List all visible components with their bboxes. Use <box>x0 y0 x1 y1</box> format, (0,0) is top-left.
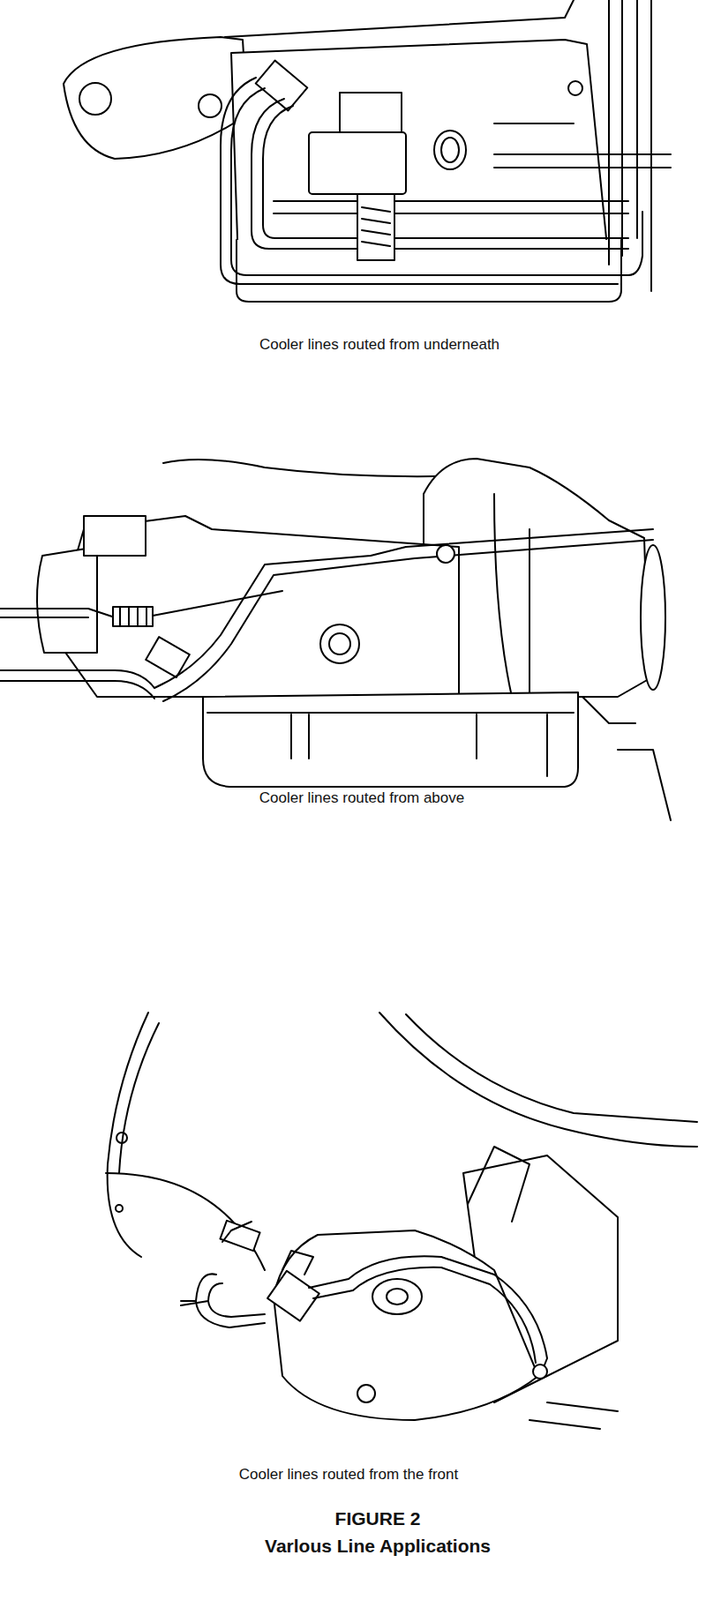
sub-caption: Cooler lines routed from underneath <box>256 335 503 355</box>
figure-title: Varlous Line Applications <box>262 1534 494 1559</box>
figure-number: FIGURE 2 <box>332 1507 424 1532</box>
transmission-underneath <box>63 0 671 302</box>
sub-caption: Cooler lines routed from above <box>256 788 467 809</box>
sub-caption: Cooler lines routed from the front <box>236 1465 462 1486</box>
transmission-above <box>0 458 671 821</box>
transmission-front <box>105 1013 698 1430</box>
